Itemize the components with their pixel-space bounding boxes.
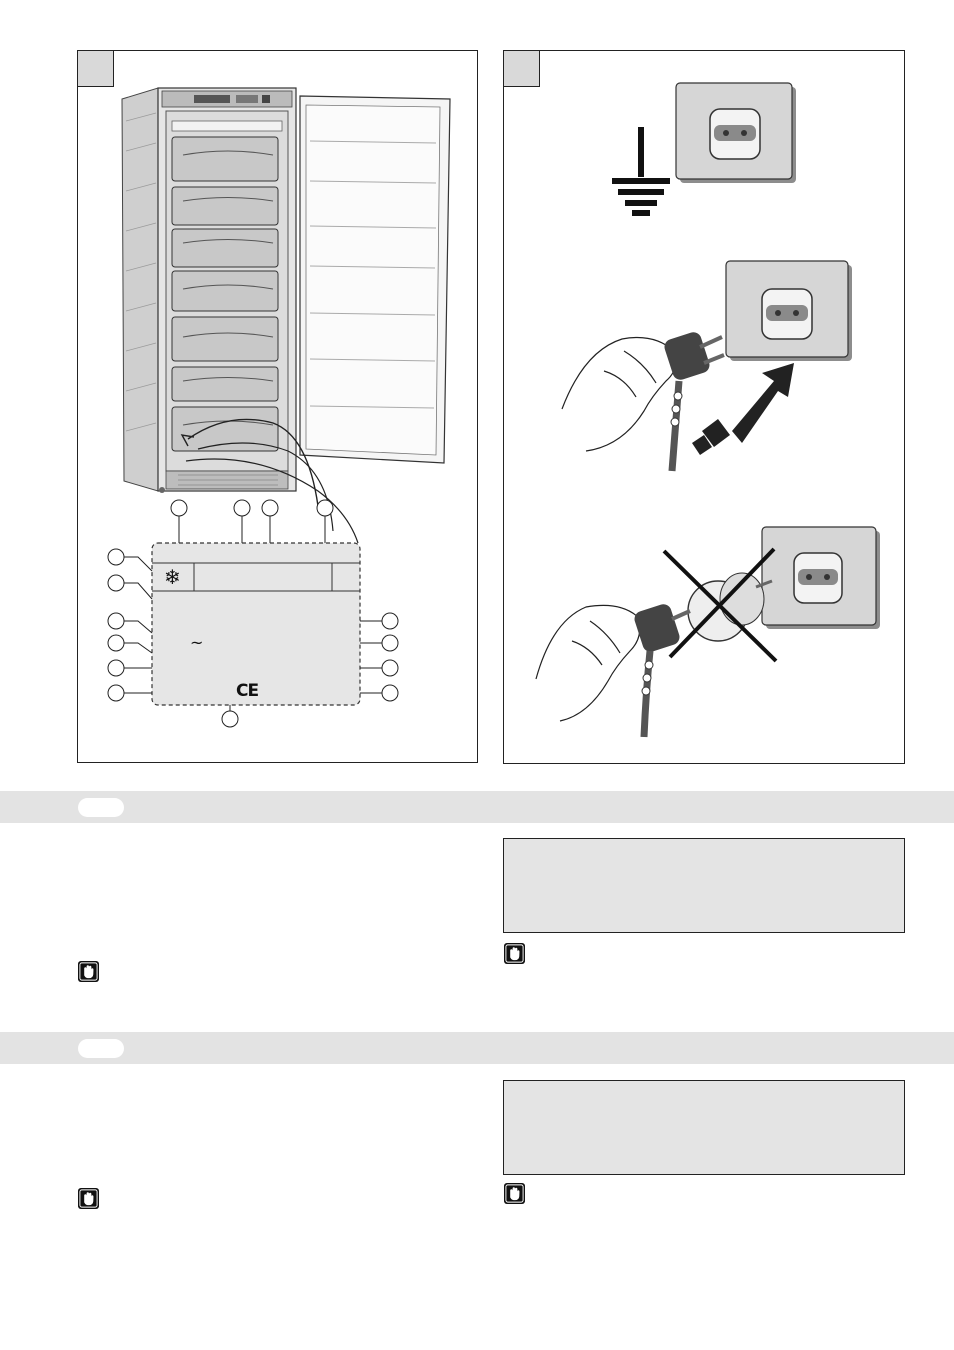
hand-holding-plug-3 [535,604,641,722]
ce-mark: CE [236,681,259,701]
stop-hand-icon [78,1188,99,1209]
ac-tilde-symbol: ~ [190,633,204,652]
note-box-2 [503,1080,905,1175]
language-tab-marker [78,1039,124,1058]
hand-holding-plug-2 [561,336,677,452]
stop-hand-icon [78,961,99,982]
travel-adapter [687,572,773,642]
freezer-illustration [107,87,451,728]
stop-hand-icon [504,1183,525,1204]
note-box-1 [503,838,905,933]
wall-socket-1 [675,82,796,183]
figure-panel-power-plug [503,50,905,764]
section-header-band-1 [0,791,954,823]
panel-label-icon [504,51,540,87]
power-plug-3 [634,604,691,738]
panel-label-icon [78,51,114,87]
cross-out-icon [662,547,778,663]
figure-panel-freezer: ❄ ~ CE [77,50,478,763]
power-plug-2 [664,332,725,472]
stop-hand-icon [504,943,525,964]
language-tab-marker [78,798,124,817]
wall-socket-3 [761,526,880,629]
plug-illustration [535,82,880,738]
wall-socket-2 [725,260,852,361]
snowflake-icon: ❄ [164,565,181,589]
section-header-band-2 [0,1032,954,1064]
push-arrow-icon [692,363,794,455]
earth-ground-icon [612,127,670,216]
